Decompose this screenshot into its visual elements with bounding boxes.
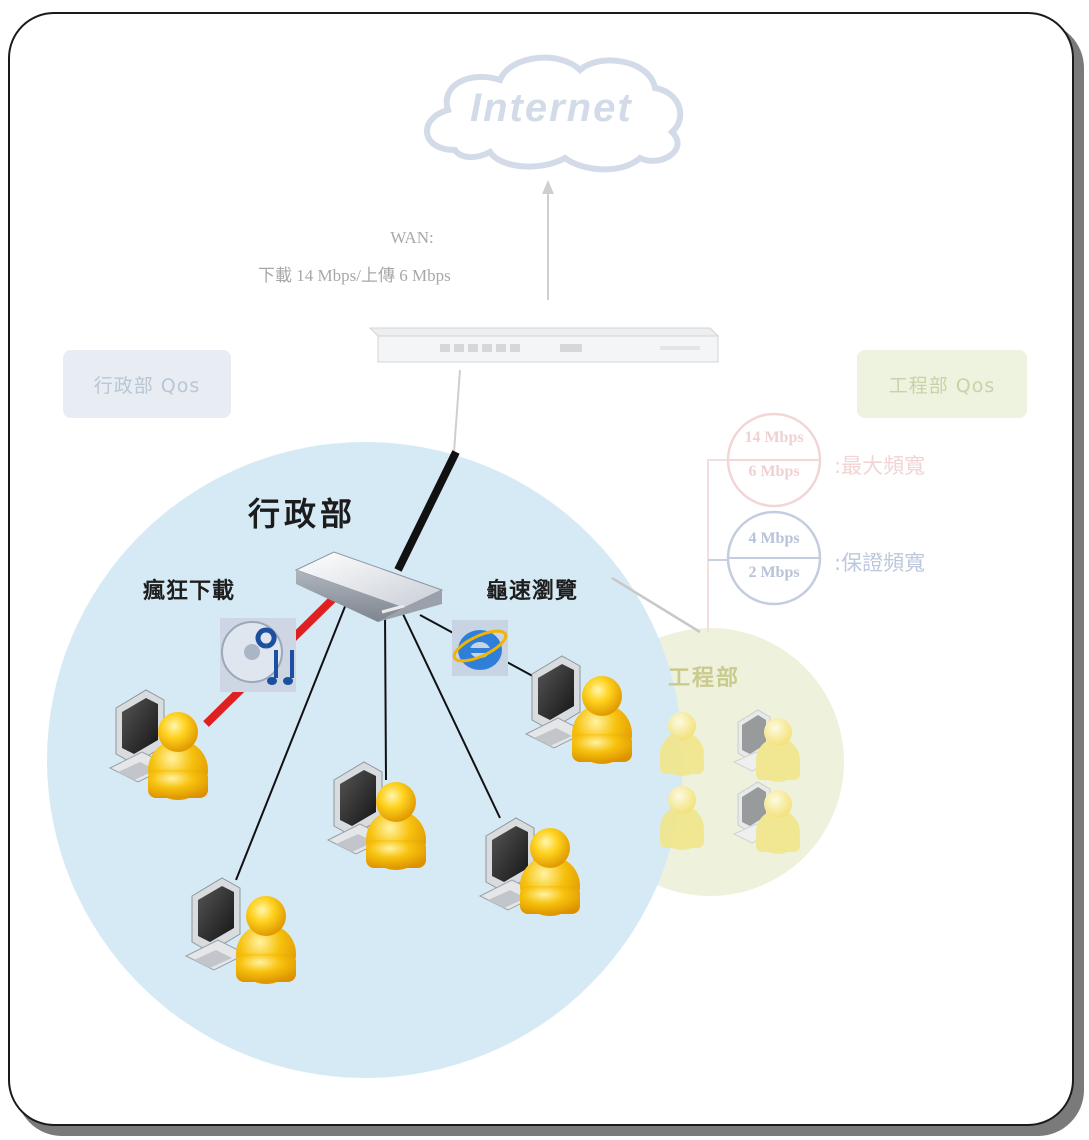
engineering-link [611,576,701,634]
link-pc-center [384,611,387,781]
admin-dept-title: 行政部 [248,495,357,533]
internet-label: Internet [470,86,633,130]
trunk-link [394,450,460,572]
cloud-icon [424,54,684,173]
crazy-download-label: 瘋狂下載 [143,579,236,604]
max-bandwidth-down: 14 Mbps [744,429,804,446]
wan-rate: 下載 14 Mbps/上傳 6 Mbps [258,266,451,285]
max-bandwidth-up: 6 Mbps [748,463,800,480]
link-pc-bottom-left [235,603,347,881]
router-icon [368,327,720,363]
bandwidth-bracket [707,412,822,632]
engineering-qos-badge: 工程部 Qos [857,350,1027,418]
admin-qos-badge: 行政部 Qos [63,350,231,418]
ie-browser-icon [452,620,508,676]
engineering-dept-title: 工程部 [668,666,741,691]
switch-icon [294,551,444,622]
uplink-arrowhead [542,180,554,194]
slow-browsing-label: 龜速瀏覽 [486,579,579,604]
max-bandwidth-label: :最大頻寬 [834,454,926,478]
guaranteed-bandwidth-up: 2 Mbps [748,564,800,581]
link-pc-bottom-right [401,611,501,819]
guaranteed-bandwidth-label: :保證頻寬 [834,551,926,575]
wan-link [453,369,461,453]
music-download-icon [220,618,296,692]
wan-title: WAN: [390,228,434,247]
guaranteed-bandwidth-down: 4 Mbps [748,530,800,547]
